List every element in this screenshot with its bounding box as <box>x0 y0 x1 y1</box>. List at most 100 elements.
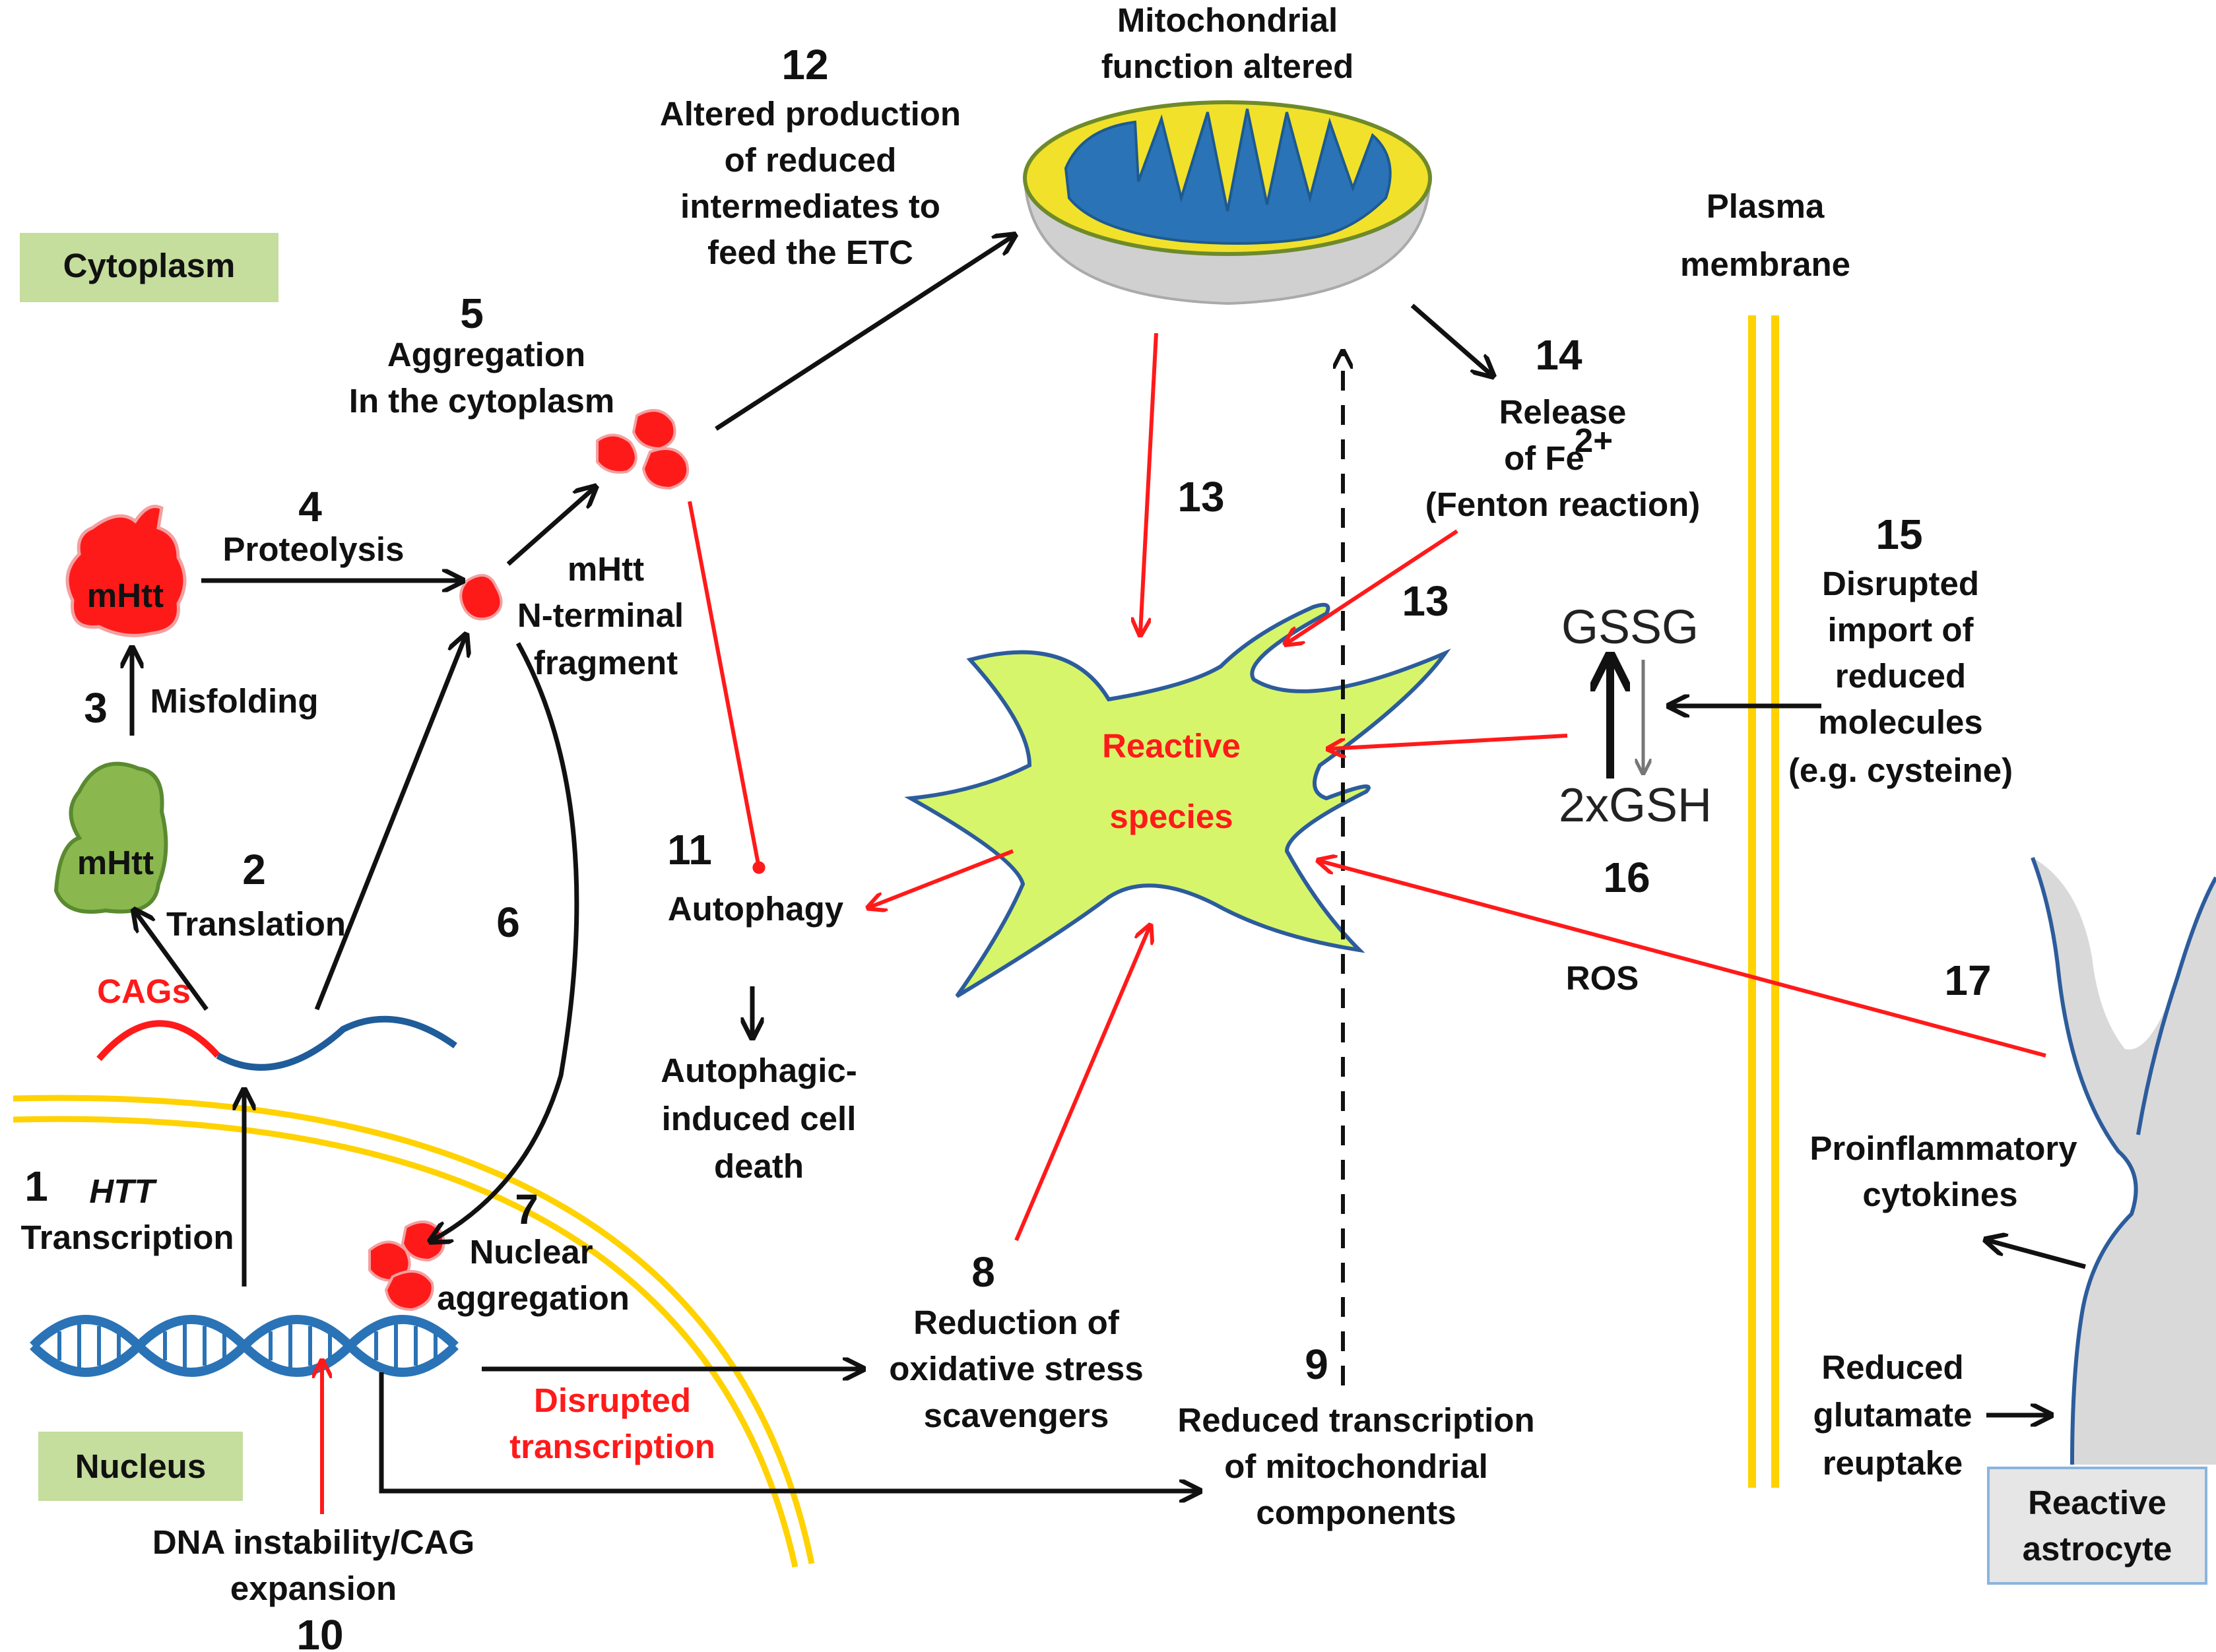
svg-text:2+: 2+ <box>1575 422 1613 459</box>
arrow-nuclear-entry <box>432 642 579 1240</box>
arrow-mito-to-ros <box>1140 333 1158 633</box>
step-5: 5 Aggregation In the cytoplasm <box>349 290 614 420</box>
svg-text:molecules: molecules <box>1818 703 1982 741</box>
svg-text:astrocyte: astrocyte <box>2023 1530 2172 1568</box>
step-16: GSSG 2xGSH 16 <box>1559 601 1712 901</box>
arrow-gsh-to-ros <box>1330 734 1568 749</box>
mhtt-fragment <box>459 574 503 621</box>
svg-text:10: 10 <box>296 1611 343 1652</box>
cytokines-label: Proinflammatory cytokines <box>1809 1129 2077 1213</box>
svg-text:(Fenton reaction): (Fenton reaction) <box>1425 486 1701 523</box>
mitochondria-label: Mitochondrial function altered <box>1101 1 1354 85</box>
svg-text:DNA instability/CAG: DNA instability/CAG <box>152 1523 474 1561</box>
arrow-astrocyte-ros <box>1320 861 2046 1058</box>
svg-text:Release: Release <box>1499 393 1627 431</box>
svg-text:Autophagy: Autophagy <box>668 890 844 928</box>
arrow-cytokines <box>1988 1240 2086 1269</box>
svg-text:Altered production: Altered production <box>660 95 961 133</box>
svg-text:oxidative stress: oxidative stress <box>889 1350 1144 1387</box>
mhtt-native-protein: mHtt <box>53 761 168 914</box>
glutamate-label: Reduced glutamate reuptake <box>1813 1349 1972 1482</box>
arrow-iron-release <box>1410 303 1491 375</box>
cytoplasmic-aggregate <box>596 409 690 490</box>
svg-text:glutamate: glutamate <box>1813 1396 1972 1434</box>
gsh-label: 2xGSH <box>1559 779 1712 832</box>
svg-text:of mitochondrial: of mitochondrial <box>1224 1447 1487 1485</box>
svg-text:17: 17 <box>1944 957 1991 1004</box>
svg-text:2: 2 <box>242 846 266 893</box>
svg-text:In the cytoplasm: In the cytoplasm <box>349 382 614 420</box>
svg-text:Reduction of: Reduction of <box>913 1304 1120 1341</box>
svg-text:9: 9 <box>1305 1341 1328 1388</box>
step-6: 6 <box>496 899 520 946</box>
svg-text:death: death <box>714 1147 804 1185</box>
svg-text:HTT: HTT <box>89 1172 157 1210</box>
svg-text:Plasma: Plasma <box>1707 187 1825 225</box>
arrow-aggregation <box>506 488 594 566</box>
svg-text:Proteolysis: Proteolysis <box>223 530 405 568</box>
mitochondrion <box>1023 100 1432 305</box>
step-17: ROS 17 <box>1566 957 1992 1004</box>
step-2: 2 Translation <box>166 846 346 943</box>
svg-text:1: 1 <box>24 1162 48 1210</box>
svg-text:fragment: fragment <box>534 644 678 682</box>
arrows-red <box>322 333 2046 1514</box>
svg-text:species: species <box>1109 798 1233 835</box>
svg-text:mHtt: mHtt <box>77 844 154 881</box>
nuclear-envelope <box>13 1095 815 1568</box>
svg-text:membrane: membrane <box>1680 245 1850 283</box>
svg-text:Misfolding: Misfolding <box>150 682 319 720</box>
svg-text:6: 6 <box>496 899 520 946</box>
step-7: 7 Nuclear aggregation <box>437 1186 630 1317</box>
svg-text:function altered: function altered <box>1101 48 1354 85</box>
mhtt-misfolded-protein: mHtt <box>65 505 187 637</box>
disrupted-transcription-label: Disrupted transcription <box>509 1382 715 1465</box>
step-15: 15 Disrupted import of reduced molecules… <box>1788 511 2013 789</box>
svg-text:13: 13 <box>1402 577 1449 625</box>
step-8: 8 Reduction of oxidative stress scavenge… <box>889 1248 1144 1434</box>
svg-text:8: 8 <box>971 1248 995 1296</box>
arrow-to-fragment <box>314 637 465 1011</box>
svg-text:reuptake: reuptake <box>1823 1444 1963 1482</box>
svg-text:Nuclear: Nuclear <box>469 1233 593 1271</box>
svg-text:reduced: reduced <box>1835 657 1966 695</box>
svg-text:Reactive: Reactive <box>1102 727 1241 765</box>
arrow-aggregate-blocks-autophagy <box>688 501 766 874</box>
svg-text:Nucleus: Nucleus <box>75 1447 206 1485</box>
arrow-ros-to-autophagy <box>870 849 1014 907</box>
step-13-fenton: 13 <box>1402 577 1449 625</box>
step-4: 4 Proteolysis <box>223 483 405 568</box>
svg-text:Reduced transcription: Reduced transcription <box>1177 1401 1534 1439</box>
svg-text:expansion: expansion <box>230 1570 397 1607</box>
svg-text:13: 13 <box>1177 473 1224 521</box>
svg-text:5: 5 <box>460 290 484 337</box>
cytoplasm-label: Cytoplasm <box>20 233 278 302</box>
svg-text:Reduced: Reduced <box>1821 1349 1963 1386</box>
svg-text:Autophagic-: Autophagic- <box>661 1052 857 1089</box>
svg-text:4: 4 <box>298 483 322 530</box>
svg-text:of Fe: of Fe <box>1504 439 1584 477</box>
step-12: 12 Altered production of reduced interme… <box>660 41 961 271</box>
svg-text:intermediates to: intermediates to <box>680 187 940 225</box>
svg-text:components: components <box>1256 1494 1456 1531</box>
step-14: 14 Release of Fe 2+ (Fenton reaction) <box>1425 331 1701 523</box>
svg-text:cytokines: cytokines <box>1862 1176 2017 1213</box>
autophagic-death-label: Autophagic- induced cell death <box>661 1052 857 1185</box>
svg-text:Transcription: Transcription <box>20 1219 234 1256</box>
plasma-membrane <box>1748 315 1779 1488</box>
dna-helix <box>30 1315 459 1377</box>
svg-text:12: 12 <box>781 41 828 88</box>
gssg-label: GSSG <box>1561 601 1699 654</box>
svg-text:Disrupted: Disrupted <box>1822 565 1979 602</box>
svg-text:N-terminal: N-terminal <box>517 596 684 634</box>
arrow-fenton-to-ros <box>1287 529 1458 643</box>
svg-text:14: 14 <box>1535 331 1582 379</box>
svg-text:induced cell: induced cell <box>662 1100 857 1137</box>
svg-text:scavengers: scavengers <box>924 1397 1109 1434</box>
mrna-strand: CAGs <box>96 972 457 1071</box>
svg-text:mHtt: mHtt <box>568 550 644 588</box>
svg-text:Reactive: Reactive <box>2028 1484 2167 1521</box>
step-11: 11 Autophagy <box>667 826 844 928</box>
svg-text:Proinflammatory: Proinflammatory <box>1809 1129 2077 1167</box>
